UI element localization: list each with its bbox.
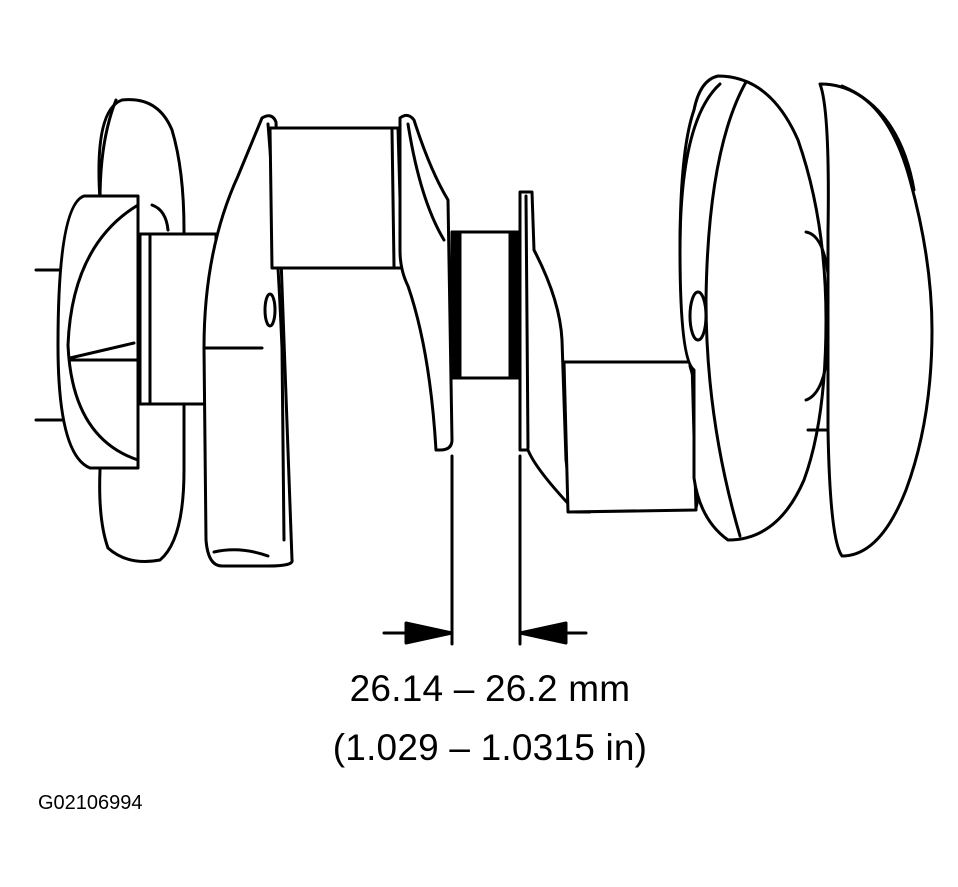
measurement-mm-label: 26.14 – 26.2 mm xyxy=(349,668,631,709)
rear-flange xyxy=(678,74,934,558)
crank-web-2 xyxy=(398,113,454,452)
crankpin xyxy=(268,126,404,270)
figure-id-label: G02106994 xyxy=(38,792,143,814)
dimension-lines xyxy=(450,454,522,646)
crank-nose xyxy=(56,194,140,470)
thrust-journal xyxy=(450,230,520,380)
dimension-arrow-right xyxy=(518,621,588,645)
centerline-stubs xyxy=(34,268,64,422)
dimension-arrow-left xyxy=(382,621,454,645)
rear-crankpin xyxy=(562,360,705,514)
measurement-in-label: (1.029 – 1.0315 in) xyxy=(332,727,648,768)
